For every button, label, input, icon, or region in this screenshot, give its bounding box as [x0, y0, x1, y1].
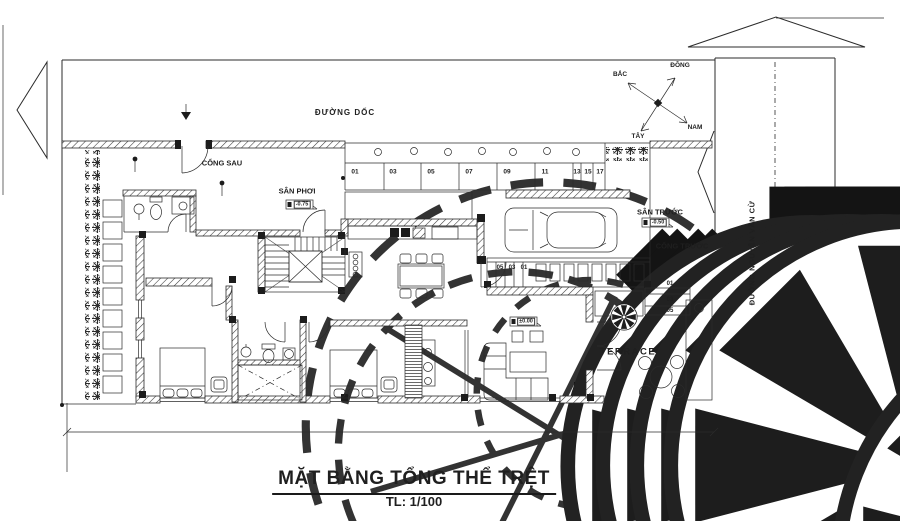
toilet-icon [261, 343, 276, 350]
sofa [483, 342, 549, 401]
balusters [535, 263, 645, 282]
stall-number: 05 [427, 168, 435, 176]
dining-set [397, 253, 445, 299]
staircase [264, 236, 346, 293]
terrace-step-number: 03 [666, 297, 674, 303]
bedroom-2 [329, 324, 436, 399]
dimension-line [62, 403, 719, 472]
sink-icon [240, 346, 252, 358]
street-name-label: ĐƯỜNG NGUYỄN VĂN CỪ [747, 200, 757, 306]
bed [159, 347, 206, 399]
parking-strip [341, 143, 900, 521]
car-top-view [504, 207, 618, 253]
street-trees-row [374, 147, 900, 521]
stove-icon [390, 228, 399, 237]
stall-number: 03 [389, 168, 397, 176]
west-garden [85, 150, 795, 521]
drawing-title: MẶT BẰNG TỔNG THỂ TRỆT [272, 468, 556, 495]
coffee-table [509, 351, 547, 373]
front-gate-label: CỔNG TRƯỚC [655, 241, 709, 251]
house-walls [122, 189, 605, 404]
compass-north-label: BẮC [612, 70, 628, 78]
nightstand [210, 376, 228, 393]
porch-steps [495, 262, 524, 287]
stepping-stones [102, 199, 123, 394]
middle-bathroom [237, 343, 303, 401]
terrace-label: TERRACE [599, 346, 657, 358]
boundary-walls [61, 140, 713, 149]
living-room [483, 330, 549, 401]
stall-number: 09 [503, 168, 511, 176]
left-arrow [16, 60, 48, 160]
plot-boundary [60, 59, 715, 407]
elevation-marker: -0.75 [293, 200, 311, 209]
terrace-steps-lines [644, 287, 691, 316]
dressing-table [421, 339, 436, 387]
compass-west-label: TÂY [631, 132, 645, 140]
terrace-table-set [638, 355, 685, 399]
entry-step-number: 03 [508, 265, 516, 271]
hedge-strip [85, 150, 100, 400]
sheet-edge-lines [2, 17, 884, 195]
entry-step-number: 05 [496, 265, 504, 271]
elevation-marker: ±0.00 [517, 317, 535, 326]
dining-table [397, 263, 445, 289]
toilet-icon [149, 196, 163, 203]
compass-east-label: ĐÔNG [670, 61, 690, 69]
drying-yard-label: SÂN PHƠI [278, 186, 316, 196]
stall-number: 15 [584, 168, 592, 176]
fan-tree-icon [610, 303, 638, 331]
bedroom-1 [159, 347, 228, 399]
kitchen [347, 225, 478, 278]
top-right-arrow [687, 16, 866, 48]
elevation-marker: -0.50 [649, 218, 667, 227]
back-alley-label: ĐƯỜNG DỐC [314, 108, 376, 117]
drawing-scale: TL: 1/100 [385, 494, 443, 509]
alley-markers [132, 104, 225, 196]
stall-number: 01 [351, 168, 359, 176]
entry-step-number: 01 [520, 265, 528, 271]
terrace-step-number: 01 [666, 281, 674, 287]
terrace-step-number: 05 [666, 308, 674, 314]
service-bathroom [133, 196, 195, 220]
columns [139, 231, 594, 401]
wardrobe [404, 324, 423, 399]
sink-icon [133, 203, 145, 215]
terrace-area [594, 287, 900, 521]
back-gate-label: CỔNG SAU [201, 158, 243, 168]
compass-rose [627, 77, 688, 132]
stall-number: 17 [596, 168, 604, 176]
stall-number: 07 [465, 168, 473, 176]
nightstand [380, 376, 398, 393]
front-yard-label: SÂN TRƯỚC [637, 207, 683, 217]
back-gate-door [181, 145, 209, 174]
bed [329, 349, 378, 399]
shower-icon [171, 196, 195, 215]
stall-number: 11 [541, 168, 549, 176]
compass-south-label: NAM [687, 123, 703, 131]
stall-number: 13 [573, 168, 581, 176]
kitchen-sink-icon [412, 227, 426, 239]
